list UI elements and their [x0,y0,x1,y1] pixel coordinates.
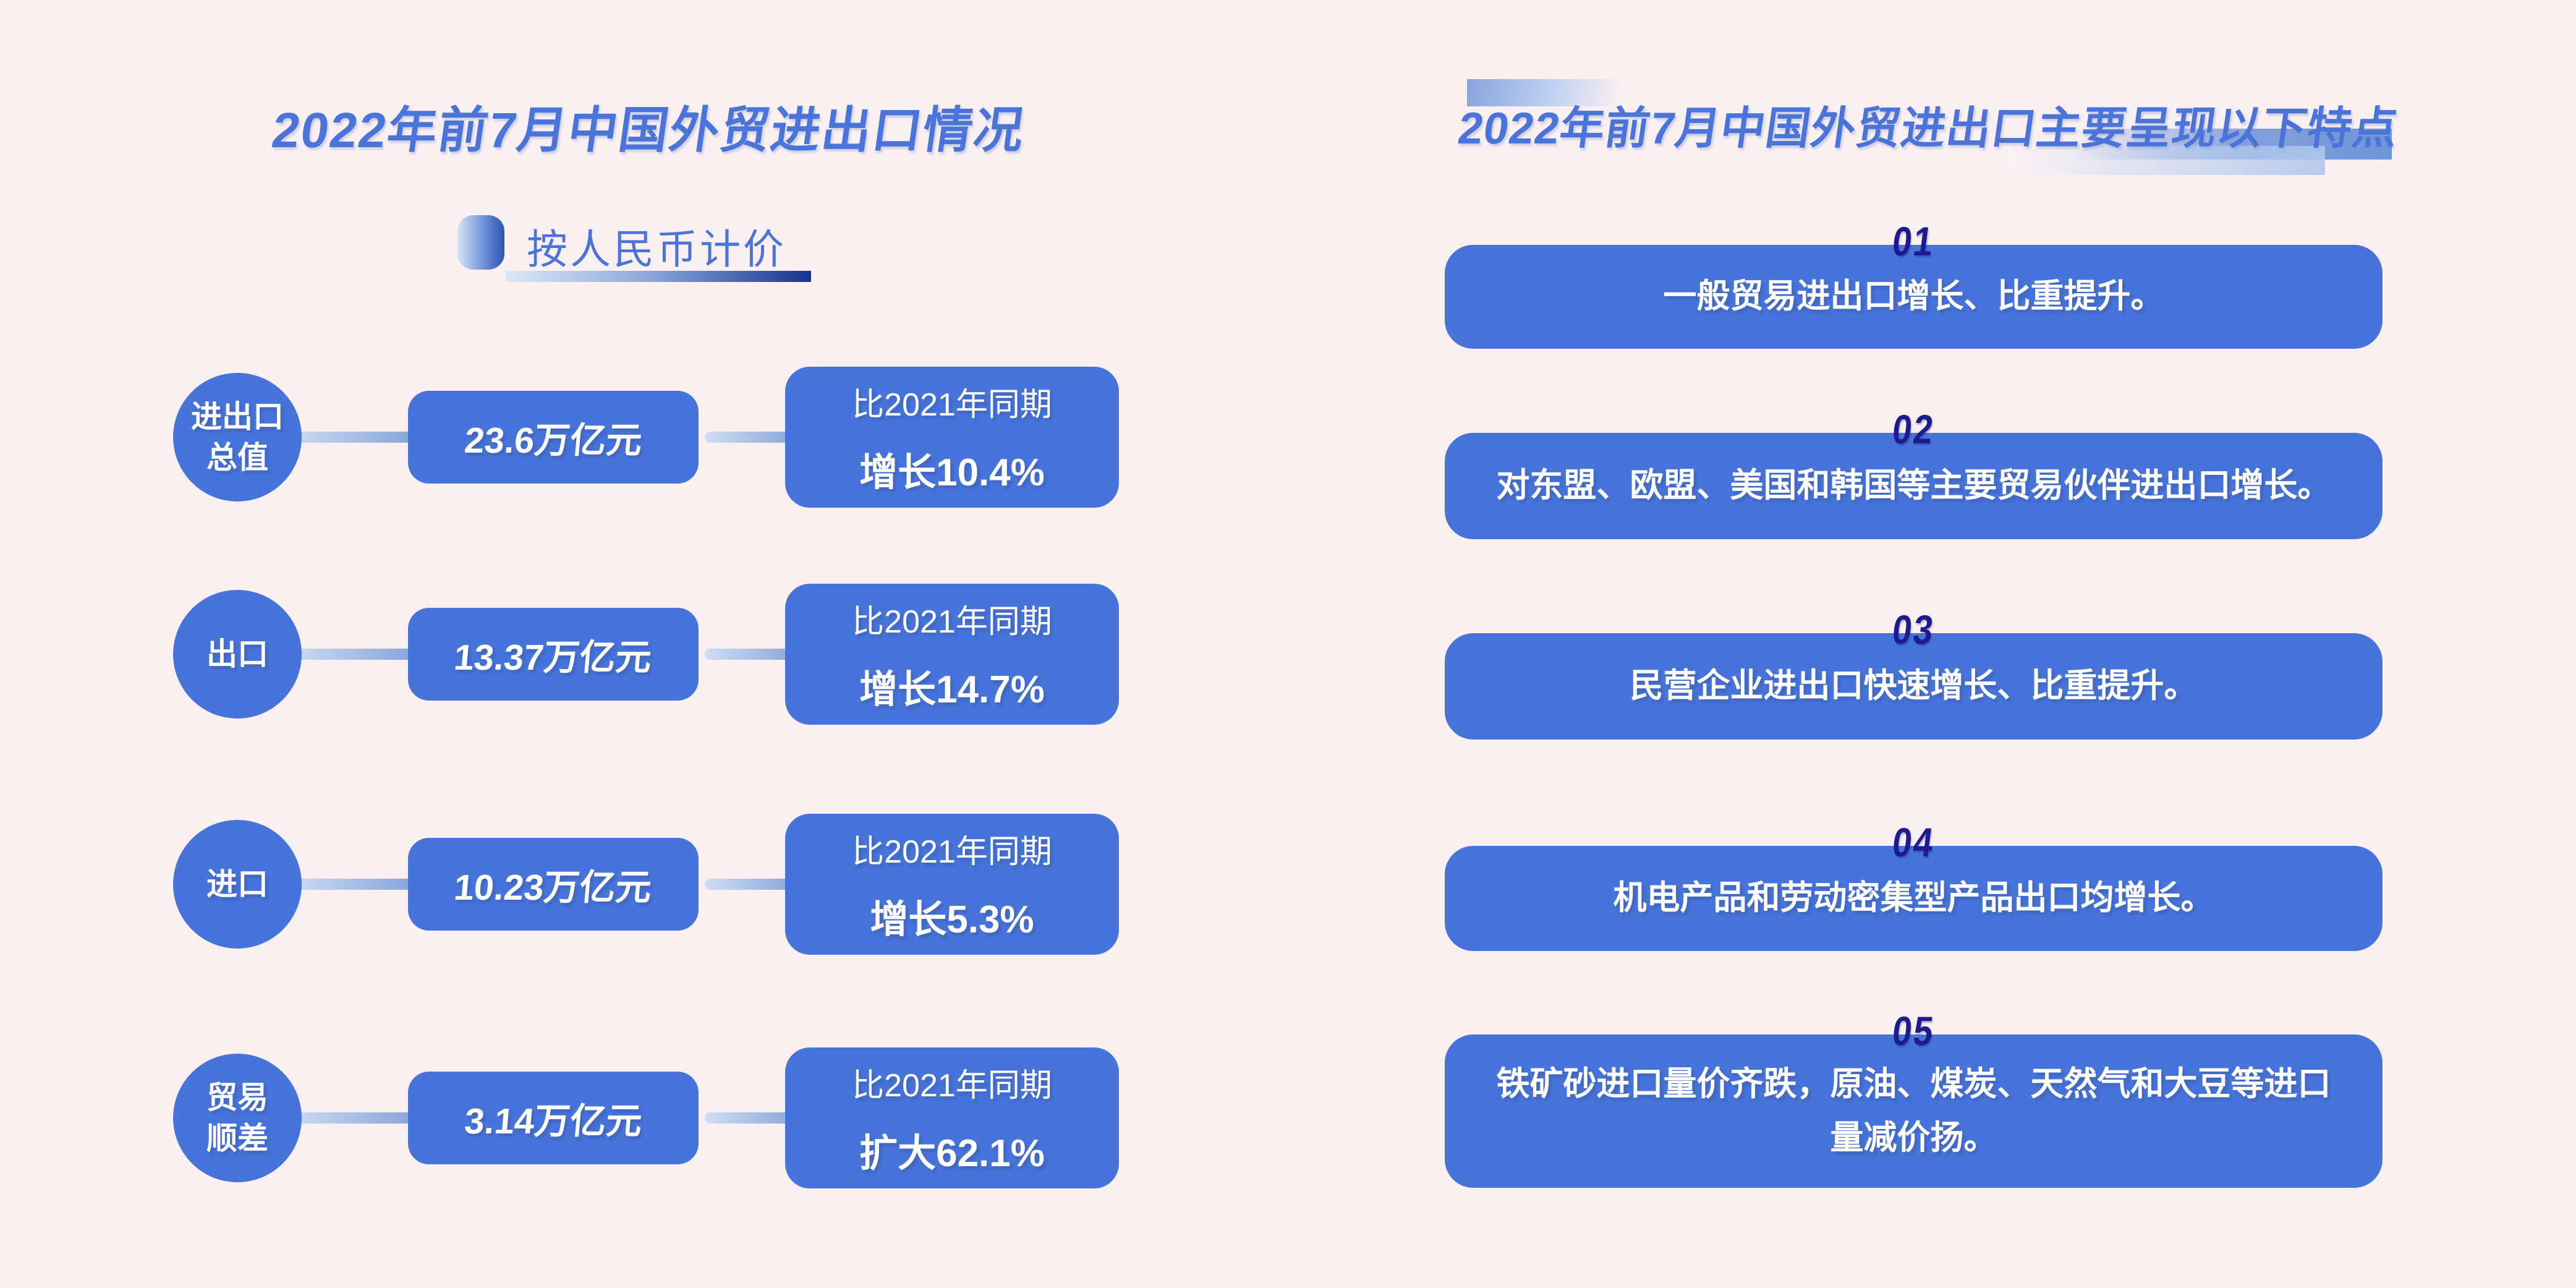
feature-box: 铁矿砂进口量价齐跌，原油、煤炭、天然气和大豆等进口 量减价扬。 [1445,1034,2383,1188]
compare-box-export: 比2021年同期 增长14.7% [785,584,1119,725]
feature-number: 02 [1890,406,1937,452]
feature-box: 民营企业进出口快速增长、比重提升。 [1445,633,2383,740]
feature-number: 04 [1890,819,1937,865]
subtitle-underline [506,271,811,282]
trade-row-total: 进出口 总值 23.6万亿元 比2021年同期 增长10.4% [173,367,1119,508]
metric-circle-total: 进出口 总值 [173,373,302,501]
compare-prefix: 比2021年同期 [852,386,1052,423]
value-box-import: 10.23万亿元 [408,838,699,931]
compare-change: 增长14.7% [859,668,1045,711]
value-text: 13.37万亿元 [453,638,653,678]
feature-item-3: 03 民营企业进出口快速增长、比重提升。 [1445,607,2383,740]
feature-item-2: 02 对东盟、欧盟、美国和韩国等主要贸易伙伴进出口增长。 [1445,406,2383,539]
metric-circle-surplus: 贸易 顺差 [173,1054,302,1182]
feature-item-1: 01 一般贸易进出口增长、比重提升。 [1445,218,2383,349]
trade-row-export: 出口 13.37万亿元 比2021年同期 增长14.7% [173,584,1119,725]
value-text: 3.14万亿元 [462,1101,644,1141]
feature-number: 05 [1890,1008,1937,1054]
compare-change: 增长5.3% [870,898,1034,941]
metric-circle-export: 出口 [173,590,302,719]
compare-change: 扩大62.1% [859,1132,1045,1175]
value-text: 23.6万亿元 [462,420,644,461]
value-box-export: 13.37万亿元 [408,608,699,701]
compare-box-import: 比2021年同期 增长5.3% [785,814,1119,955]
compare-box-surplus: 比2021年同期 扩大62.1% [785,1047,1119,1188]
compare-change: 增长10.4% [859,451,1045,494]
title-decoration-rect [1467,79,1628,106]
compare-prefix: 比2021年同期 [852,1067,1052,1104]
compare-box-total: 比2021年同期 增长10.4% [785,367,1119,508]
value-box-surplus: 3.14万亿元 [408,1072,699,1164]
metric-circle-import: 进口 [173,820,302,949]
feature-number: 03 [1890,607,1937,652]
trade-row-surplus: 贸易 顺差 3.14万亿元 比2021年同期 扩大62.1% [173,1047,1119,1188]
feature-item-4: 04 机电产品和劳动密集型产品出口均增长。 [1445,819,2383,951]
feature-box: 一般贸易进出口增长、比重提升。 [1445,245,2383,349]
feature-box: 机电产品和劳动密集型产品出口均增长。 [1445,846,2383,951]
feature-item-5: 05 铁矿砂进口量价齐跌，原油、煤炭、天然气和大豆等进口 量减价扬。 [1445,1008,2383,1188]
feature-box: 对东盟、欧盟、美国和韩国等主要贸易伙伴进出口增长。 [1445,433,2383,539]
subtitle-bullet-icon [457,215,504,270]
compare-prefix: 比2021年同期 [852,603,1052,640]
title-decoration-bar-light [2007,146,2325,175]
left-panel-title: 2022年前7月中国外贸进出口情况 [268,103,1029,158]
right-panel-title: 2022年前7月中国外贸进出口主要呈现以下特点 [1455,104,2402,153]
value-box-total: 23.6万亿元 [408,391,699,484]
compare-prefix: 比2021年同期 [852,834,1052,870]
value-text: 10.23万亿元 [453,868,653,908]
feature-number: 01 [1890,218,1937,264]
trade-row-import: 进口 10.23万亿元 比2021年同期 增长5.3% [173,814,1119,955]
subtitle-label: 按人民币计价 [527,226,786,272]
